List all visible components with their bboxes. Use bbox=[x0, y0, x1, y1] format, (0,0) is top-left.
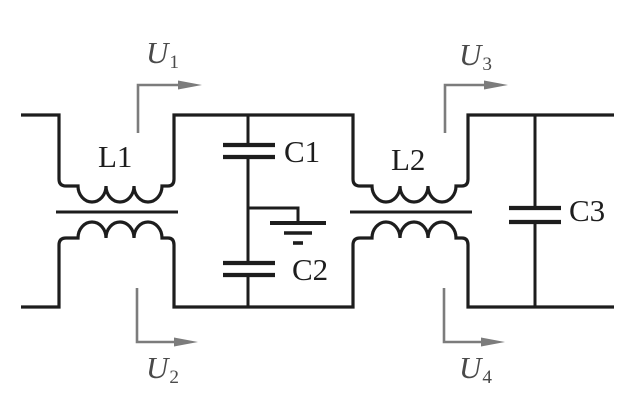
u3-symbol: U bbox=[459, 37, 482, 72]
c1-capacitor-plates bbox=[223, 142, 275, 160]
arrowhead-u3 bbox=[484, 80, 508, 90]
voltage-label-u3: U3 bbox=[459, 39, 492, 75]
bottom-rail-and-lower-windings bbox=[21, 220, 614, 309]
voltage-label-u1: U1 bbox=[146, 37, 179, 73]
top-rail-and-upper-windings bbox=[21, 113, 614, 204]
voltage-arrow-u2 bbox=[135, 288, 198, 347]
c3-label: C3 bbox=[569, 193, 606, 228]
voltage-label-u2: U2 bbox=[146, 352, 179, 388]
l2-label: L2 bbox=[391, 142, 426, 177]
u1-subscript: 1 bbox=[169, 52, 179, 74]
c2-label: C2 bbox=[292, 252, 329, 287]
u4-symbol: U bbox=[459, 350, 482, 385]
c3-capacitor-plates bbox=[509, 205, 561, 225]
c2-capacitor-plates bbox=[223, 260, 275, 278]
arrowhead-u1 bbox=[178, 80, 202, 90]
u2-symbol: U bbox=[146, 350, 169, 385]
voltage-arrow-u4 bbox=[442, 288, 505, 347]
voltage-arrow-u3 bbox=[443, 80, 508, 133]
arrowhead-u4 bbox=[481, 337, 505, 347]
u3-subscript: 3 bbox=[482, 54, 492, 76]
u2-subscript: 2 bbox=[169, 367, 179, 389]
u1-symbol: U bbox=[146, 35, 169, 70]
voltage-label-u4: U4 bbox=[459, 352, 492, 388]
arrowhead-u2 bbox=[174, 337, 198, 347]
c1-label: C1 bbox=[284, 134, 321, 169]
ground-stub-wire bbox=[248, 206, 300, 221]
l1-label: L1 bbox=[98, 139, 133, 174]
u4-subscript: 4 bbox=[482, 367, 492, 389]
voltage-arrow-u1 bbox=[136, 80, 202, 133]
